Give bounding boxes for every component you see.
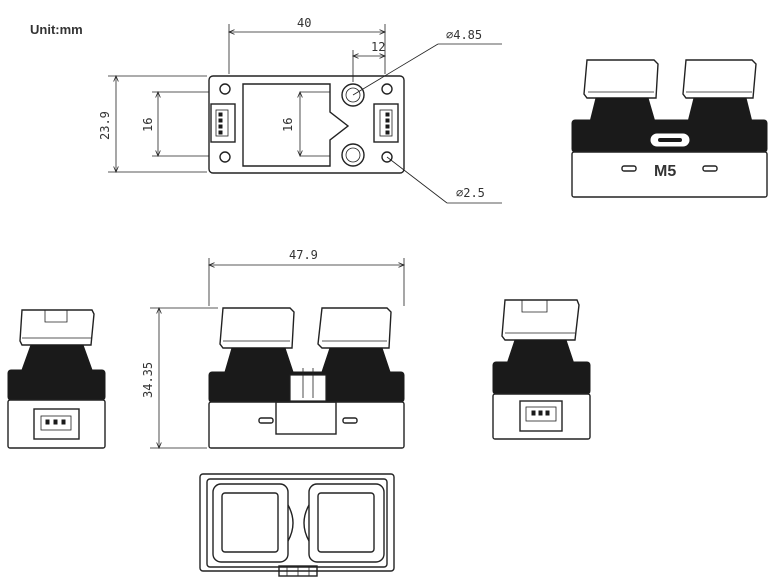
corner-hole-bl — [219, 151, 231, 163]
dim-hole-offset: 12 — [371, 40, 385, 54]
keycap-right — [682, 59, 757, 99]
front-view: 47.9 34.35 — [141, 248, 404, 448]
right-side-lower-shell — [492, 393, 591, 440]
top-view: 40 12 ∅4.85 ∅2.5 23.9 16 16 — [98, 16, 502, 204]
corner-hole-tl — [219, 83, 231, 95]
side-keycap-left — [19, 309, 95, 346]
back-view-lower-shell — [571, 151, 768, 198]
front-keycap-right — [317, 307, 392, 349]
large-hole-bottom — [341, 143, 365, 167]
m5-logo: M5 — [654, 163, 676, 180]
switch-stem-left — [589, 97, 656, 123]
center-window — [242, 83, 350, 167]
corner-hole-br — [381, 151, 393, 163]
dim-top-height: 23.9 — [98, 111, 112, 140]
bottom-view-outline — [199, 473, 395, 572]
top-view-outline — [208, 75, 405, 174]
right-connector — [373, 103, 399, 143]
dim-front-width: 47.9 — [289, 248, 318, 262]
keycap-left — [583, 59, 659, 99]
back-view: M5 — [571, 59, 768, 198]
front-keycap-left — [219, 307, 295, 349]
front-lower-shell — [208, 401, 405, 449]
left-connector — [210, 103, 236, 143]
dim-left-span: 16 — [141, 118, 155, 132]
dim-large-hole-dia: ∅4.85 — [446, 28, 482, 42]
switch-stem-right — [687, 97, 753, 123]
side-keycap-right — [501, 299, 580, 341]
right-side-view — [492, 299, 591, 440]
dim-small-hole-dia: ∅2.5 — [456, 186, 485, 200]
unit-label: Unit:mm — [30, 22, 83, 37]
dim-top-width: 40 — [297, 16, 311, 30]
large-hole-top — [341, 83, 365, 107]
left-side-view — [7, 309, 106, 449]
dim-center-span: 16 — [281, 118, 295, 132]
dim-front-height: 34.35 — [141, 362, 155, 398]
bottom-view — [199, 473, 395, 577]
corner-hole-tr — [381, 83, 393, 95]
